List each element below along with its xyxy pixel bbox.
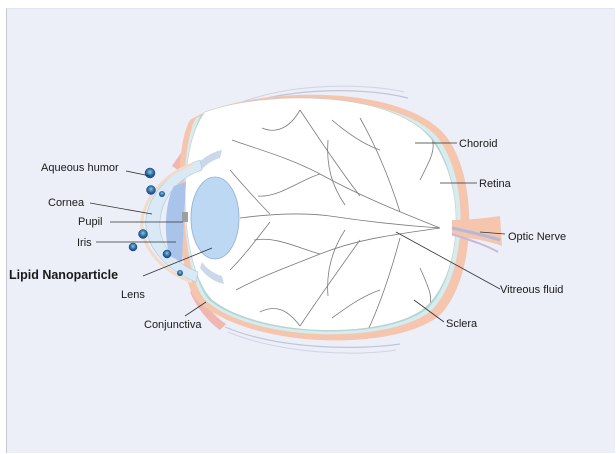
- label-aqueous-humor: Aqueous humor: [41, 162, 119, 174]
- label-sclera: Sclera: [446, 318, 478, 330]
- pupil: [182, 212, 188, 222]
- label-optic-nerve: Optic Nerve: [508, 231, 566, 243]
- nanoparticle: [163, 250, 171, 258]
- nanoparticle: [147, 186, 156, 195]
- label-lipid-nanoparticle: Lipid Nanoparticle: [9, 268, 118, 282]
- label-vitreous-fluid: Vitreous fluid: [500, 284, 563, 296]
- nanoparticle: [129, 243, 137, 251]
- nanoparticle: [145, 168, 155, 178]
- label-conjunctiva: Conjunctiva: [144, 319, 202, 331]
- label-choroid: Choroid: [459, 138, 498, 150]
- nanoparticle: [159, 191, 165, 197]
- nanoparticle: [139, 230, 148, 239]
- label-cornea: Cornea: [48, 197, 85, 209]
- label-iris: Iris: [77, 237, 92, 249]
- label-retina: Retina: [479, 178, 512, 190]
- nanoparticle: [177, 270, 183, 276]
- label-lens: Lens: [121, 289, 145, 301]
- label-pupil: Pupil: [78, 216, 102, 228]
- lens: [191, 177, 239, 259]
